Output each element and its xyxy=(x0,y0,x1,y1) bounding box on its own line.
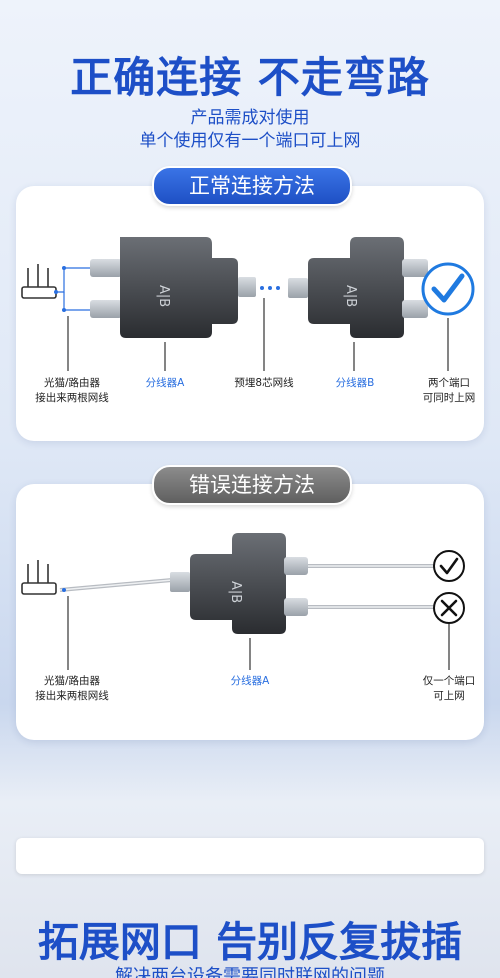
router-label: 光猫/路由器接出来两根网线 xyxy=(35,377,109,404)
label-leader-lines xyxy=(67,596,450,670)
single-cable xyxy=(59,578,173,592)
output-cables xyxy=(308,564,434,609)
result-label: 两个端口可同时上网 xyxy=(422,377,476,404)
cable-label: 预埋8芯网线 xyxy=(234,377,294,389)
result-label: 仅一个端口可上网 xyxy=(422,675,476,702)
connector-dots xyxy=(54,266,66,312)
check-circle-icon xyxy=(421,262,475,316)
splitter-a-mark: A|B xyxy=(156,285,171,307)
label-leader-lines xyxy=(67,298,449,371)
footer-title: 拓展网口 告别反复拔插 xyxy=(37,918,463,966)
cross-icon xyxy=(433,592,465,624)
splitter-b-mark: A|B xyxy=(343,285,358,307)
splitter-a-label: 分线器A xyxy=(230,675,270,687)
footer-bar xyxy=(16,838,484,874)
correct-method-pill: 正常连接方法 xyxy=(152,166,352,206)
router-label: 光猫/路由器接出来两根网线 xyxy=(35,675,109,702)
footer-subtitle: 解决两台设备需要同时联网的问题 xyxy=(115,966,385,978)
splitter-a-device: A|B xyxy=(90,237,256,338)
splitter-b-label: 分线器B xyxy=(335,377,375,389)
subtitle-line-2: 单个使用仅有一个端口可上网 xyxy=(139,131,361,151)
page-title: 正确连接 不走弯路 xyxy=(70,53,430,102)
splitter-a-mark: A|B xyxy=(228,581,243,603)
cable-dots xyxy=(260,286,280,290)
splitter-a-device: A|B xyxy=(170,533,308,634)
router-icon xyxy=(21,560,57,595)
wrong-method-pill: 错误连接方法 xyxy=(152,465,352,505)
subtitle-line-1: 产品需成对使用 xyxy=(190,108,310,128)
router-icon xyxy=(21,264,57,299)
check-icon xyxy=(433,550,465,582)
splitter-b-device: A|B xyxy=(288,237,428,338)
splitter-a-label: 分线器A xyxy=(145,377,185,389)
